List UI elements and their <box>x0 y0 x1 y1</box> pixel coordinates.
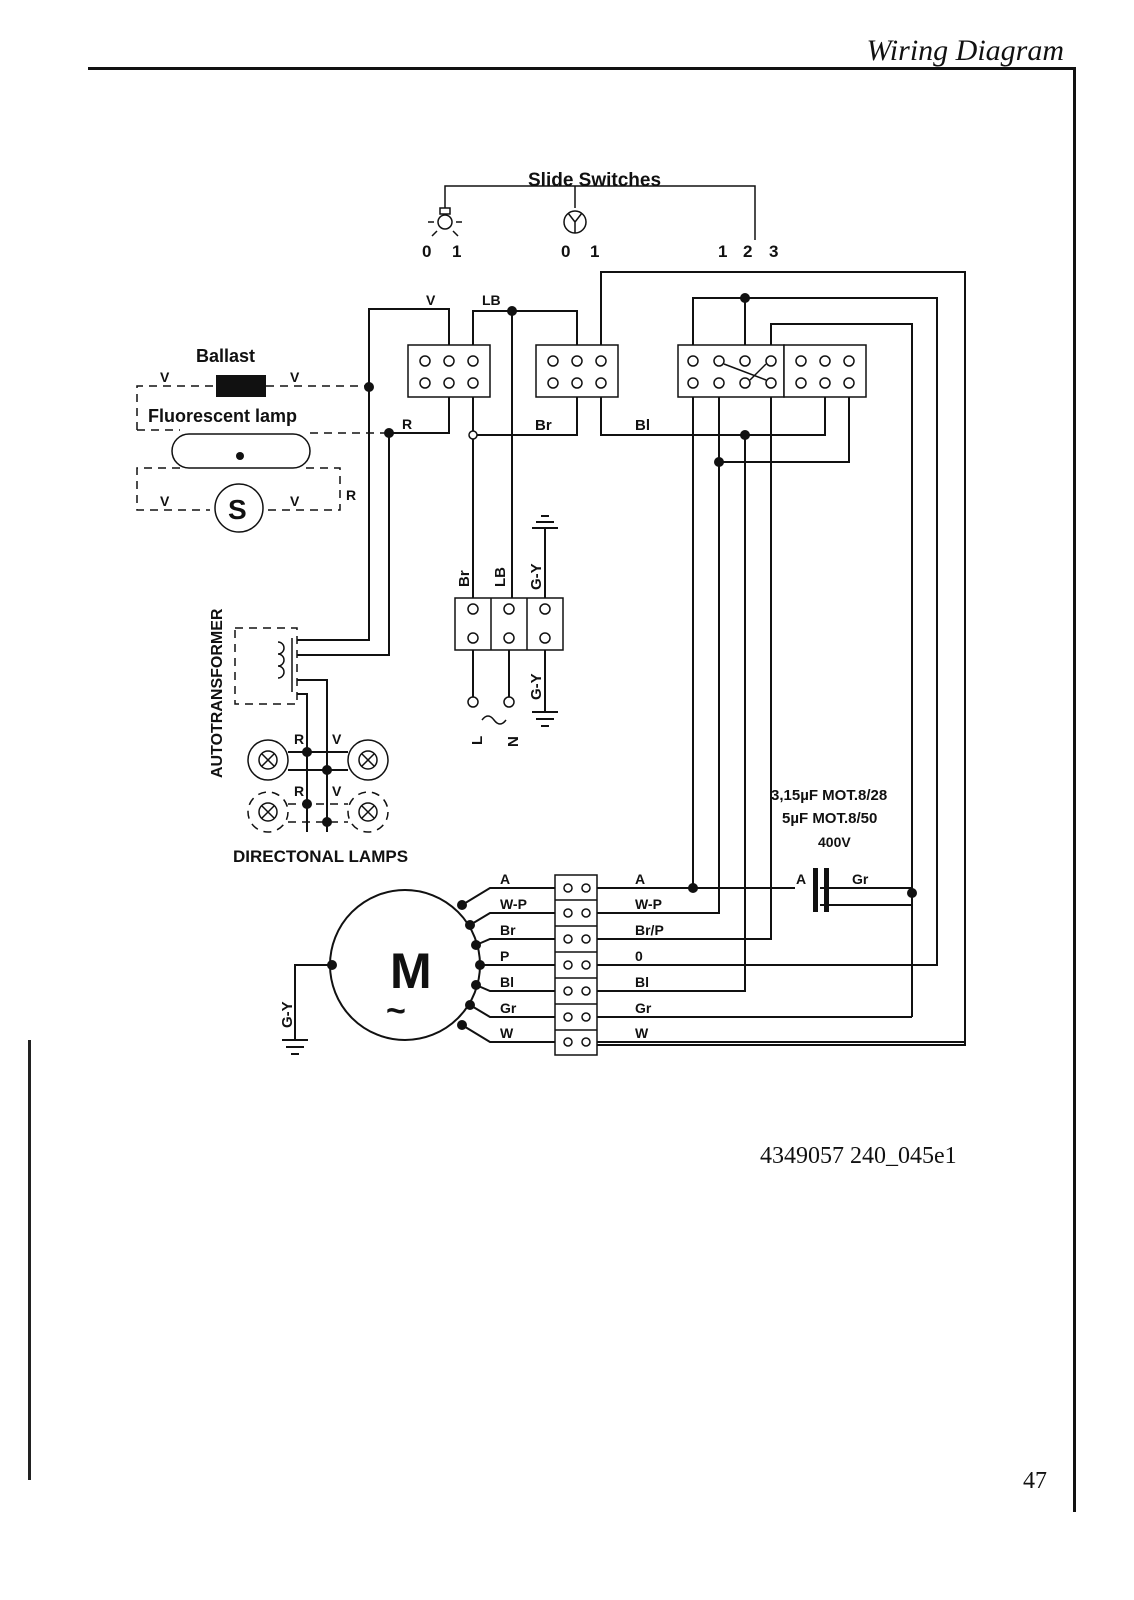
motor-wire-left-3: P <box>500 948 509 964</box>
ac-symbol-icon <box>481 715 507 725</box>
page-title: Wiring Diagram <box>866 34 1064 67</box>
wire-lb-label: LB <box>482 292 501 308</box>
mains-l-label: L <box>469 736 486 745</box>
wire-br-label: Br <box>535 417 552 434</box>
motor-wire-right-3: 0 <box>635 948 643 964</box>
motor-wire-left-1: W-P <box>500 896 527 912</box>
motor-wire-right-5: Gr <box>635 1000 652 1016</box>
motor-wire-left-2: Br <box>500 922 516 938</box>
svg-text:V: V <box>332 783 342 799</box>
motor-earth-icon <box>282 1039 308 1055</box>
directional-lamp-bottom-left <box>247 791 289 833</box>
svg-text:V: V <box>290 493 300 509</box>
autotransformer-label: AUTOTRANSFORMER <box>209 608 226 778</box>
fan-icon <box>563 210 587 234</box>
motor-gy-label: G-Y <box>279 1001 296 1028</box>
light-switch-on: 1 <box>452 242 461 261</box>
motor-wire-left-4: Bl <box>500 974 514 990</box>
coil-icon <box>277 641 285 679</box>
wire-bl-label: Bl <box>635 417 650 434</box>
fan-switch-off: 0 <box>561 242 570 261</box>
fan-switch-block <box>535 344 619 398</box>
motor-wire-right-1: W-P <box>635 896 662 912</box>
speed-switch-3: 3 <box>769 242 778 261</box>
speed-switch-1: 1 <box>718 242 727 261</box>
capacitor-rating-3: 400V <box>818 834 851 850</box>
autotransformer-box <box>234 627 298 705</box>
motor-label: M <box>390 943 432 999</box>
earth-bottom-icon <box>532 711 558 727</box>
earth-top-icon <box>532 515 558 529</box>
svg-text:V: V <box>160 369 170 385</box>
motor-wire-right-0: A <box>635 871 645 887</box>
light-switch-off: 0 <box>422 242 431 261</box>
directional-lamp-bottom-right <box>347 791 389 833</box>
speed-switch-block <box>677 344 867 398</box>
fluorescent-tube-icon <box>171 433 311 469</box>
slide-switches-bracket <box>444 185 756 240</box>
capacitor-icon <box>813 868 829 912</box>
light-bulb-icon <box>428 207 462 237</box>
capacitor-rating-1: 3,15µF MOT.8/28 <box>771 787 887 804</box>
wire-r-label: R <box>402 416 412 432</box>
right-margin-rule <box>1073 68 1076 1512</box>
document-code: 4349057 240_045e1 <box>760 1143 957 1169</box>
fluorescent-lamp-label: Fluorescent lamp <box>148 406 297 426</box>
motor-ac-symbol: ~ <box>386 992 406 1030</box>
speed-switch-2: 2 <box>743 242 752 261</box>
light-switch-block <box>407 344 491 398</box>
motor-wire-left-5: Gr <box>500 1000 517 1016</box>
svg-text:V: V <box>290 369 300 385</box>
motor-wire-left-6: W <box>500 1025 514 1041</box>
header-rule <box>88 67 1076 70</box>
page-number: 47 <box>1023 1468 1047 1494</box>
directional-lamps-label: DIRECTONAL LAMPS <box>233 847 408 866</box>
binding-edge <box>28 1040 31 1480</box>
capacitor-a-label: A <box>796 871 806 887</box>
motor-wire-right-4: Bl <box>635 974 649 990</box>
starter-icon <box>214 483 264 533</box>
motor-terminal-strip <box>554 874 598 1056</box>
directional-lamp-top-right <box>347 739 389 781</box>
slide-switches-label: Slide Switches <box>528 170 661 191</box>
mains-gy-bottom-label: G-Y <box>528 673 545 700</box>
mains-lb-label: LB <box>492 567 509 587</box>
fan-switch-on: 1 <box>590 242 599 261</box>
mains-n-label: N <box>505 736 522 747</box>
motor-wire-left-0: A <box>500 871 510 887</box>
svg-text:R: R <box>346 487 356 503</box>
motor-wire-right-6: W <box>635 1025 649 1041</box>
svg-text:V: V <box>332 731 342 747</box>
mains-gy-label: G-Y <box>528 563 545 590</box>
mains-terminal-block <box>454 597 564 651</box>
capacitor-rating-2: 5µF MOT.8/50 <box>782 810 877 827</box>
svg-text:R: R <box>294 783 304 799</box>
svg-text:R: R <box>294 731 304 747</box>
wire-v-label: V <box>426 292 436 308</box>
ballast-icon <box>216 375 266 397</box>
motor-wire-right-2: Br/P <box>635 922 664 938</box>
directional-lamp-top-left <box>247 739 289 781</box>
svg-text:V: V <box>160 493 170 509</box>
ballast-label: Ballast <box>196 346 255 366</box>
capacitor-gr-label: Gr <box>852 871 869 887</box>
mains-br-label: Br <box>456 570 473 587</box>
starter-label: S <box>228 494 247 525</box>
